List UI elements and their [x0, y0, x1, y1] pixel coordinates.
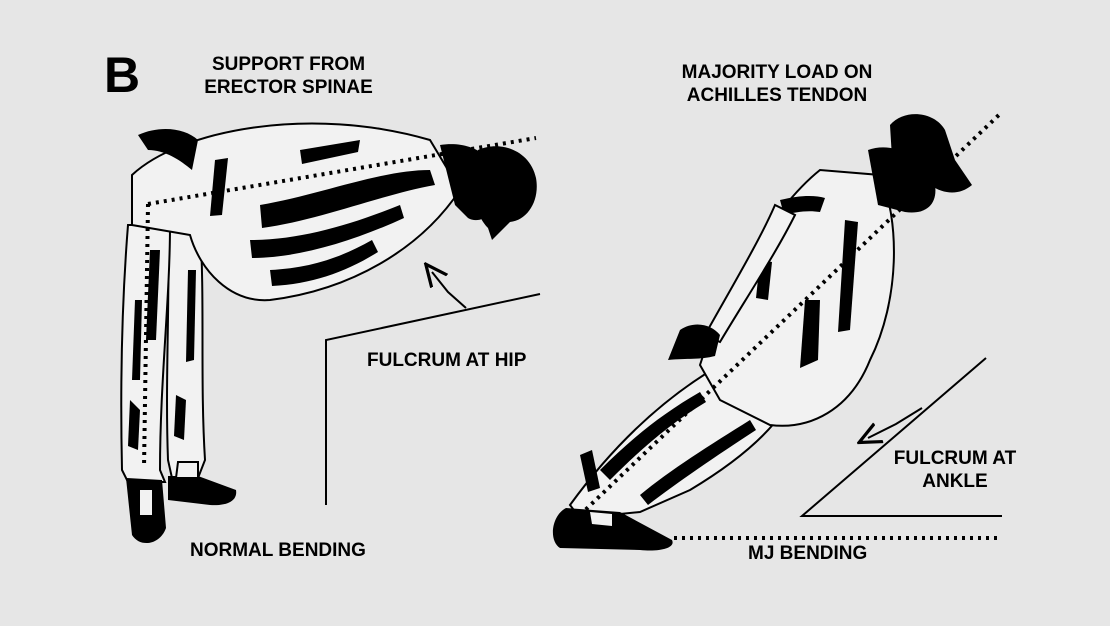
- mj-bending-caption: MJ BENDING: [748, 543, 868, 564]
- leaning-figure-illustration: [552, 114, 972, 551]
- hip-arrow-icon: [432, 272, 467, 309]
- panel-letter: B: [104, 47, 141, 103]
- bending-figure-illustration: [120, 122, 537, 544]
- hip-fulcrum-lines: [325, 293, 541, 505]
- normal-bending-caption: NORMAL BENDING: [190, 540, 366, 561]
- right-figure-shoes: [552, 508, 673, 551]
- fedora-hat-icon: [472, 146, 537, 240]
- right-body-dotted-line: [578, 110, 1004, 517]
- ankle-fulcrum-lines: [799, 357, 1002, 517]
- ankle-fulcrum-label: FULCRUM AT ANKLE: [893, 448, 1017, 492]
- support-label: SUPPORT FROM ERECTOR SPINAE: [204, 54, 373, 98]
- fedora-hat-icon: [890, 114, 972, 193]
- right-figure-arm: [703, 203, 797, 344]
- left-figure-back-shoe: [168, 476, 237, 506]
- left-torso-dotted-line: [147, 136, 537, 206]
- left-figure-hand: [138, 128, 198, 170]
- right-figure-hand: [668, 324, 720, 360]
- ankle-arrow-icon: [868, 407, 923, 438]
- hip-fulcrum-label: FULCRUM AT HIP: [367, 350, 527, 371]
- left-figure-back-leg: [166, 223, 207, 479]
- load-label: MAJORITY LOAD ON ACHILLES TENDON: [681, 62, 873, 106]
